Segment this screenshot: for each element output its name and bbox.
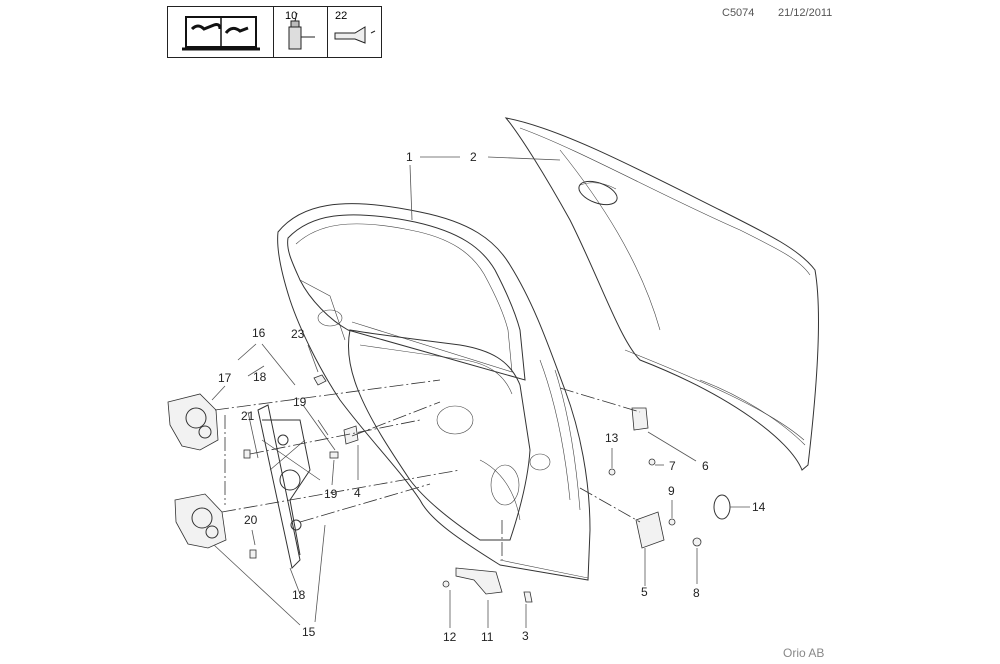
callout-18-lower: 18 (292, 588, 306, 602)
legend-cell-sealant: 10 (273, 7, 328, 57)
callout-9: 9 (668, 484, 675, 498)
regulator-motor-upper (167, 393, 219, 451)
callout-19-upper: 19 (293, 395, 307, 409)
callout-4: 4 (354, 486, 361, 500)
callout-11: 11 (481, 630, 494, 644)
legend-cell-manual (168, 7, 274, 57)
assembly-lines (214, 379, 641, 560)
legend-cell-adhesive: 22 (327, 7, 381, 57)
clip-23 (313, 374, 327, 386)
callout-14: 14 (752, 500, 766, 514)
brand-footer: Orio AB (783, 646, 825, 660)
callout-23: 23 (291, 327, 305, 341)
outer-door-panel (504, 117, 820, 471)
callout-3: 3 (522, 629, 529, 643)
legend-box: 10 22 (167, 6, 382, 58)
callout-17: 17 (218, 371, 232, 385)
diagram-date: 21/12/2011 (778, 7, 833, 19)
callout-19-lower: 19 (324, 487, 338, 501)
callout-6: 6 (702, 459, 709, 473)
callout-2: 2 (470, 150, 477, 164)
callout-7: 7 (669, 459, 676, 473)
nut-8 (692, 537, 702, 547)
callout-16: 16 (252, 326, 266, 340)
bolt-21 (243, 449, 251, 459)
leader-lines (211, 156, 750, 628)
legend-label-sealant: 10 (285, 10, 298, 22)
callout-18-upper: 18 (253, 370, 267, 384)
sealant-cartridge-icon (288, 12, 315, 50)
callout-1: 1 (406, 150, 413, 164)
callout-labels: 1 2 3 4 5 6 7 8 9 11 12 13 14 15 16 17 1… (218, 150, 766, 644)
bolt-9 (668, 518, 676, 526)
inner-door-frame (277, 203, 591, 581)
bolt-19a (329, 451, 339, 459)
grommet-14 (713, 494, 731, 520)
legend-label-adhesive: 22 (335, 10, 348, 22)
diagram-code: C5074 (722, 7, 755, 19)
hinge-upper-6 (631, 407, 649, 431)
callout-12: 12 (443, 630, 457, 644)
lock-11 (455, 567, 503, 595)
callout-20: 20 (244, 513, 258, 527)
bolt-7 (648, 458, 656, 466)
callout-8: 8 (693, 586, 700, 600)
nut-13 (608, 468, 616, 476)
callout-13: 13 (605, 431, 619, 445)
callout-21: 21 (241, 409, 255, 423)
hinge-lower-5 (635, 511, 665, 549)
small-parts (243, 374, 731, 603)
screw-12 (442, 580, 450, 588)
regulator-motor-lower (174, 493, 227, 549)
callout-5: 5 (641, 585, 648, 599)
repair-manual-icon (182, 16, 260, 51)
window-regulator (257, 404, 321, 570)
adhesive-tube-icon (334, 26, 376, 44)
callout-15: 15 (302, 625, 316, 639)
stud-3 (523, 591, 533, 603)
bolt-20 (249, 549, 257, 559)
bracket-4 (343, 425, 359, 445)
